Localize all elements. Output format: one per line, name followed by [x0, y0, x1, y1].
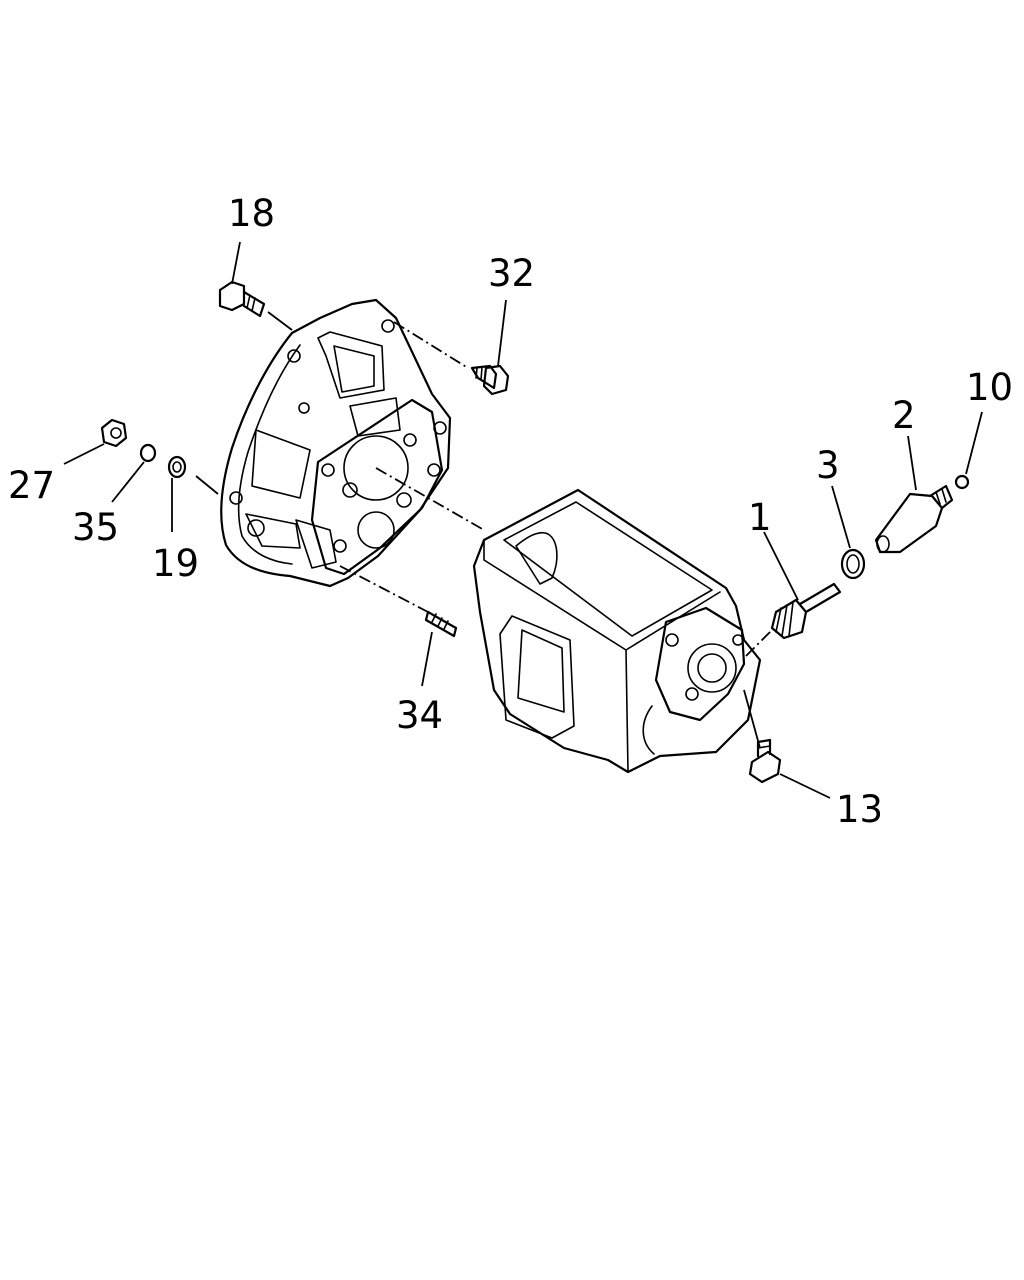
callout-27: 27	[8, 464, 55, 507]
callout-35: 35	[72, 506, 119, 549]
bolt-18	[218, 280, 266, 318]
transmission-case	[472, 488, 762, 774]
callout-10: 10	[966, 366, 1013, 409]
o-ring-3	[840, 548, 866, 580]
callout-1: 1	[748, 496, 772, 539]
callout-19: 19	[152, 542, 199, 585]
clutch-housing	[220, 298, 452, 588]
stud-34	[424, 610, 458, 638]
driven-gear-1	[770, 582, 842, 640]
callout-labels: 18 32 10 2 3 1 27 35 19 34 13	[8, 192, 1013, 831]
sleeve-2	[874, 484, 954, 554]
bolt-32	[470, 364, 510, 396]
callout-34: 34	[396, 694, 443, 737]
lock-washer-35	[139, 443, 157, 463]
callout-18: 18	[228, 192, 275, 235]
leader-lines	[63, 241, 983, 799]
callout-32: 32	[488, 252, 535, 295]
nut-27	[100, 418, 128, 448]
bolt-13	[748, 738, 782, 784]
callout-3: 3	[816, 444, 840, 487]
assembly-lines	[339, 321, 773, 657]
callout-13: 13	[836, 788, 883, 831]
plug-10	[954, 474, 970, 490]
callout-2: 2	[892, 394, 916, 437]
washer-19	[167, 455, 187, 479]
